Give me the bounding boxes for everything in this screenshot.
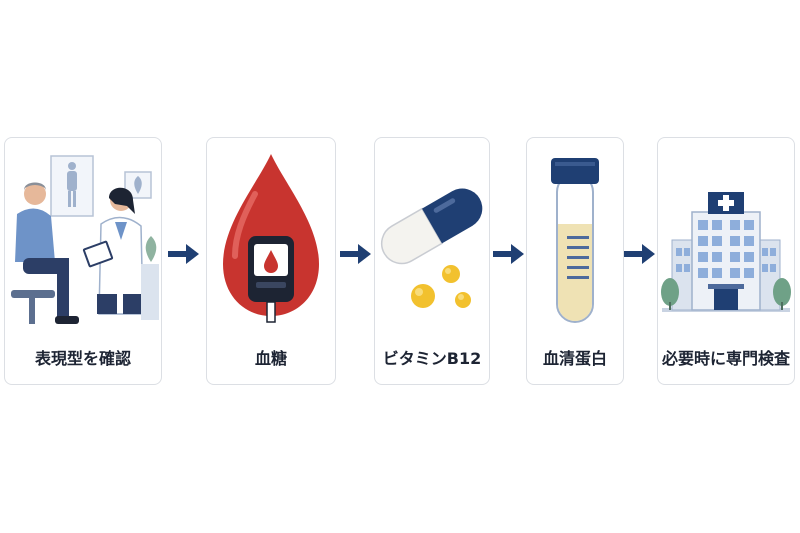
right-arrow-icon — [492, 241, 526, 267]
step-label: 血糖 — [254, 349, 287, 368]
step-label: 必要時に専門検査 — [661, 349, 790, 368]
step-card-specialist-test: 必要時に専門検査 — [657, 137, 795, 385]
step-label: ビタミンB12 — [382, 349, 482, 368]
step-card-phenotype: 表現型を確認 — [4, 137, 162, 385]
step-card-vitamin-b12: ビタミンB12 — [374, 137, 490, 385]
test-tube-icon — [527, 144, 623, 332]
step-card-blood-glucose: 血糖 — [206, 137, 336, 385]
blood-drop-glucose-meter-icon — [207, 144, 335, 332]
capsule-pills-icon — [375, 144, 489, 332]
step-label: 表現型を確認 — [34, 349, 131, 368]
hospital-icon — [658, 144, 794, 332]
step-label: 血清蛋白 — [542, 349, 607, 368]
doctor-consultation-icon — [5, 144, 161, 332]
right-arrow-icon — [339, 241, 373, 267]
right-arrow-icon — [623, 241, 657, 267]
right-arrow-icon — [167, 241, 201, 267]
step-card-serum-protein: 血清蛋白 — [526, 137, 624, 385]
